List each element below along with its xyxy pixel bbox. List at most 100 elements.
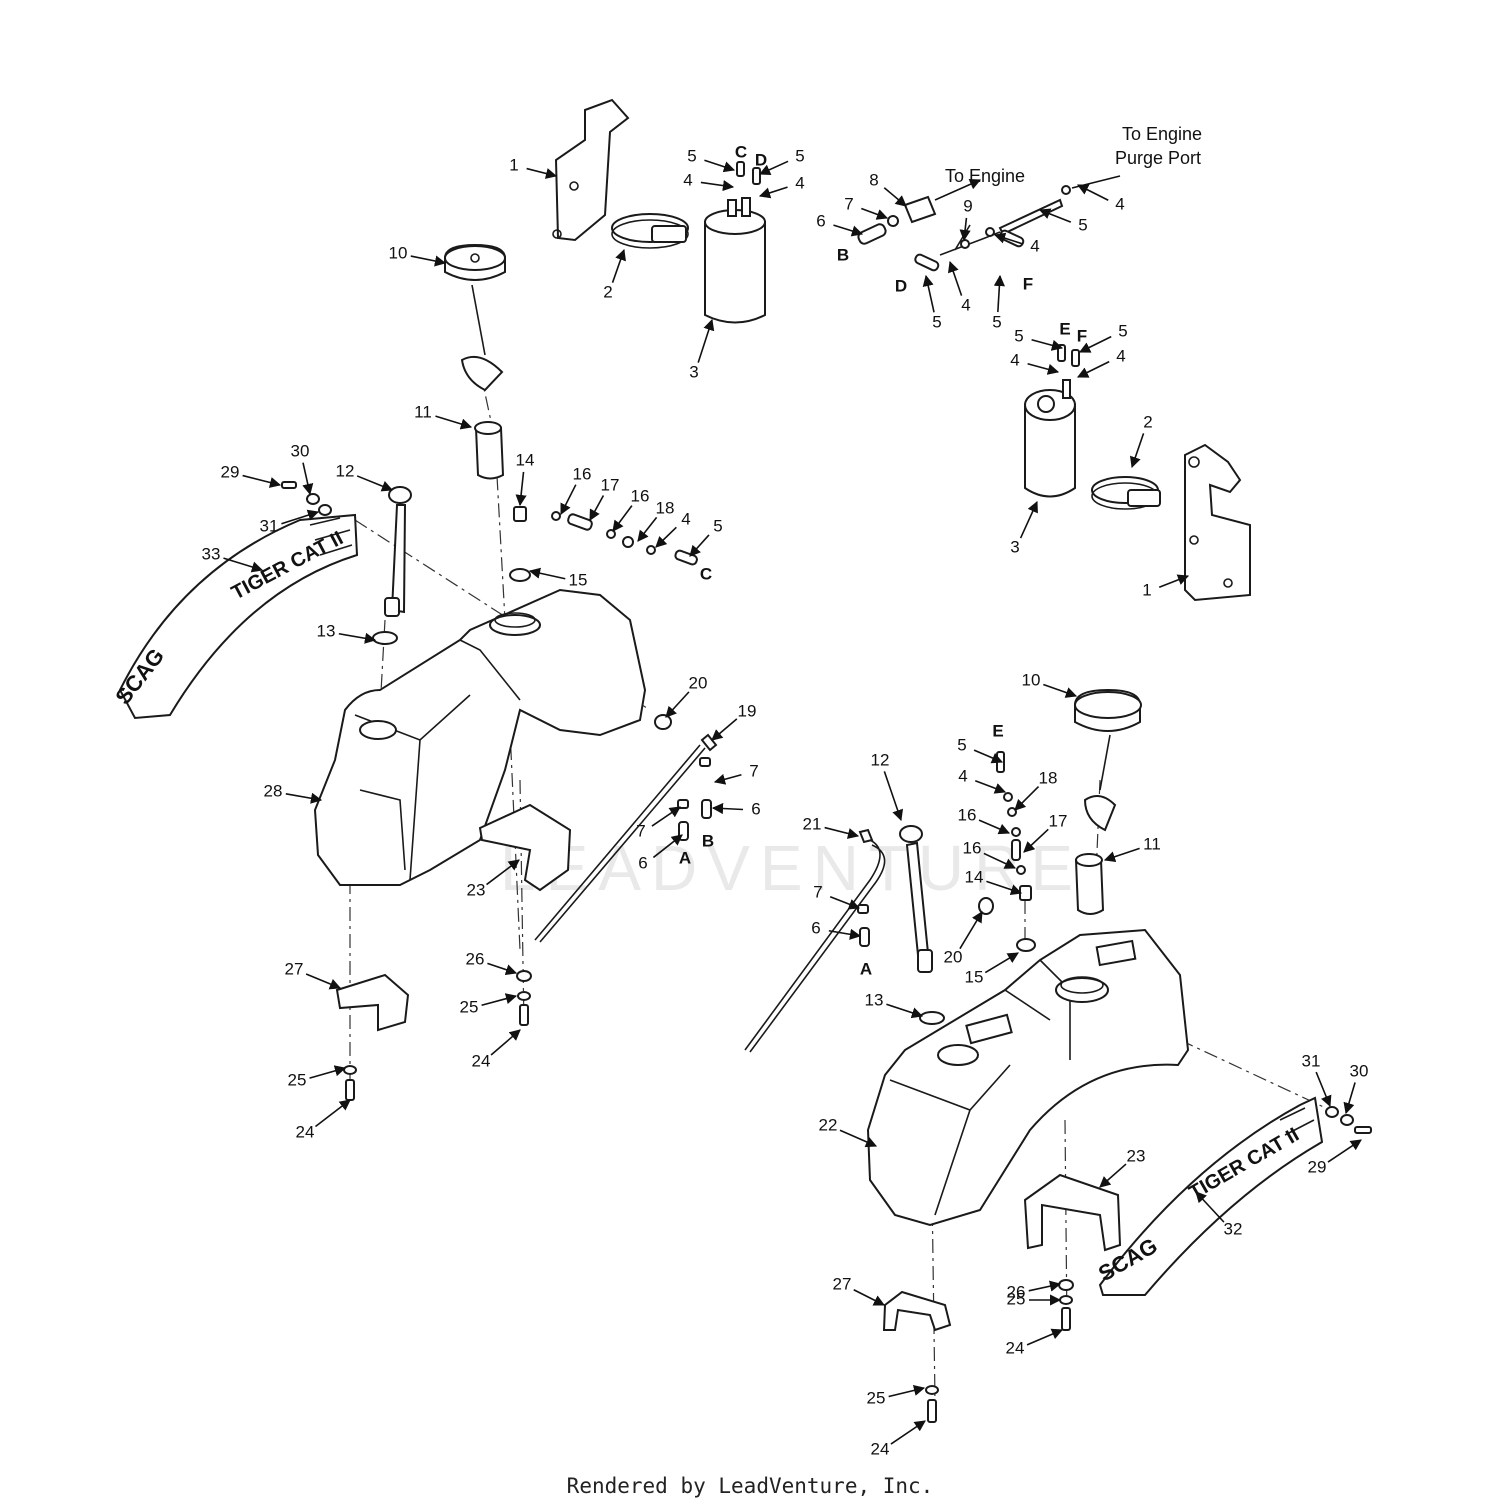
callout-number: 22	[819, 1115, 838, 1134]
grommet-left	[509, 568, 531, 582]
decal-hardware-right	[1325, 1106, 1372, 1134]
callout-number: 6	[816, 211, 825, 230]
fuel-cap-right	[1074, 688, 1142, 832]
destination-label-to-engine: To Engine	[945, 166, 1025, 186]
leader-arrow	[528, 567, 566, 580]
connection-letter: B	[702, 831, 714, 850]
leader-arrow	[356, 475, 394, 492]
leader-arrow	[986, 880, 1023, 896]
callout-number: 15	[569, 570, 588, 589]
callout-number: 6	[811, 918, 820, 937]
callout-number: 10	[389, 243, 408, 262]
leader-arrow	[833, 224, 864, 237]
leader-arrow	[829, 896, 861, 910]
decal-hardware-left	[281, 481, 332, 516]
leader-arrow	[883, 771, 904, 822]
fuel-cap-left	[444, 243, 506, 392]
callout-number: 16	[573, 464, 592, 483]
leader-arrow	[888, 1384, 926, 1398]
callout-number: 29	[221, 462, 240, 481]
leader-arrow	[1129, 433, 1145, 469]
callout-number: 6	[751, 799, 760, 818]
callout-number: 28	[264, 781, 283, 800]
decal-left: TIGER CAT II SCAG	[110, 513, 359, 720]
leader-arrow	[309, 1065, 347, 1079]
callout-number: 4	[681, 509, 690, 528]
tank-bracket-left-lower	[335, 973, 410, 1032]
leader-arrow	[1078, 335, 1112, 353]
callout-number: 7	[844, 194, 853, 213]
callout-number: 4	[1116, 346, 1125, 365]
fuel-level-sender-left	[372, 486, 412, 645]
callout-number: 17	[601, 475, 620, 494]
decal-right: TIGER CAT II SCAG	[1094, 1096, 1324, 1296]
callout-number: 5	[795, 146, 804, 165]
leader-arrow	[713, 773, 742, 785]
callout-number: 19	[738, 701, 757, 720]
fuel-tank-left	[313, 588, 647, 886]
leader-arrow	[637, 516, 658, 542]
callout-number: 4	[683, 170, 692, 189]
callout-number: 1	[1142, 580, 1151, 599]
callout-number: 24	[296, 1122, 315, 1141]
leader-arrow	[1027, 362, 1060, 375]
callout-number: 31	[260, 516, 279, 535]
callout-number: 5	[1118, 321, 1127, 340]
hose-clamp-upper	[611, 213, 689, 249]
callout-number: 8	[869, 170, 878, 189]
leader-arrow	[665, 691, 690, 718]
connection-letter: D	[895, 276, 907, 295]
callout-number: 6	[638, 853, 647, 872]
leader-arrow	[839, 1129, 878, 1148]
leader-arrow	[281, 509, 320, 525]
callout-number: 4	[1030, 236, 1039, 255]
leader-arrow	[1343, 1082, 1356, 1115]
leader-arrow	[1014, 785, 1040, 811]
callout-number: 3	[1010, 537, 1019, 556]
leader-arrow	[655, 526, 677, 548]
filler-neck-right	[1074, 853, 1105, 915]
leader-arrow	[697, 318, 715, 363]
hardware-stack-left	[343, 970, 532, 1101]
leader-arrow	[758, 186, 788, 199]
callout-number: 26	[466, 949, 485, 968]
callout-number: 15	[965, 967, 984, 986]
callout-number: 5	[1014, 326, 1023, 345]
callout-number: 4	[795, 173, 804, 192]
callout-number: 25	[1007, 1289, 1026, 1308]
callout-number: 25	[867, 1388, 886, 1407]
leader-arrow	[983, 852, 1017, 869]
callout-number: 5	[1078, 215, 1087, 234]
leader-arrow	[1158, 574, 1190, 588]
leader-arrow	[515, 471, 527, 507]
leader-arrow	[651, 806, 681, 827]
leader-arrow	[974, 779, 1007, 794]
callout-number: 11	[414, 402, 432, 421]
connection-letter: F	[1077, 326, 1087, 345]
callout-number: 5	[687, 146, 696, 165]
callout-number: 7	[749, 761, 758, 780]
connection-letter: A	[679, 848, 691, 867]
callout-number: 18	[656, 498, 675, 517]
filler-neck-left	[474, 421, 505, 480]
callout-number: 5	[992, 312, 1001, 331]
callout-number: 7	[636, 821, 645, 840]
leader-arrow	[338, 632, 377, 644]
callout-number: 4	[958, 766, 967, 785]
watermark-text: LEADVENTURE	[500, 832, 1083, 904]
callout-number: 26	[1007, 1282, 1026, 1301]
leader-arrow	[1019, 500, 1038, 539]
leader-arrow	[410, 255, 447, 267]
leader-arrow	[853, 1289, 885, 1306]
leader-arrow	[959, 217, 971, 242]
tank-strap-left	[478, 803, 572, 892]
callout-number: 27	[285, 959, 304, 978]
callout-number: 4	[961, 295, 970, 314]
leader-arrow	[883, 187, 907, 207]
connection-letter: F	[1023, 274, 1033, 293]
leader-arrow	[612, 505, 633, 532]
fuel-pickup-left	[534, 714, 718, 943]
leader-arrow	[1076, 360, 1110, 378]
fuel-tank-right	[866, 928, 1190, 1227]
leader-arrow	[993, 274, 1005, 313]
